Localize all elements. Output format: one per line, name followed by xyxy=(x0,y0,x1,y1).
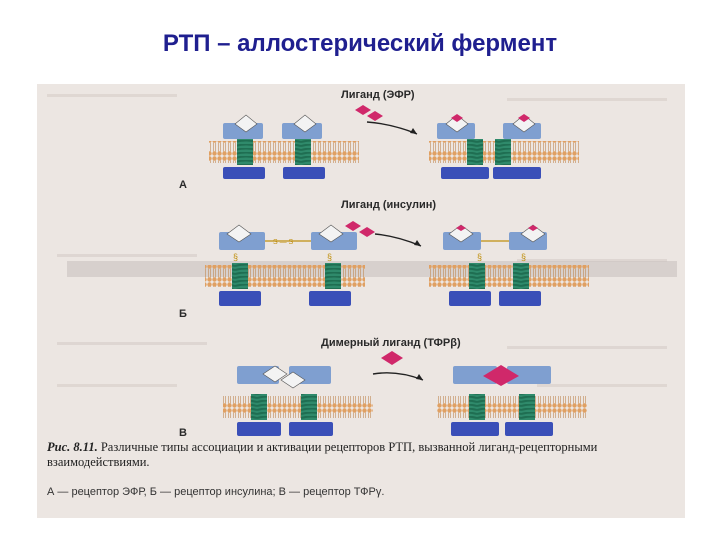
panel-c-letter: В xyxy=(179,427,187,439)
svg-text:§: § xyxy=(521,252,526,262)
panel-a-ligand-label: Лиганд (ЭФР) xyxy=(341,89,415,101)
panel-c-ligand-label: Димерный лиганд (ТФРβ) xyxy=(321,337,461,349)
arrow-icon xyxy=(367,122,417,134)
disulfide-bond-label: S — S xyxy=(273,239,294,246)
panel-b-ligand-label: Лиганд (инсулин) xyxy=(341,199,436,211)
arrow-icon xyxy=(373,373,423,380)
panel-a-letter: А xyxy=(179,179,187,191)
caption-text: Различные типы ассоциации и активации ре… xyxy=(47,440,597,469)
receptor-dimer-active xyxy=(429,114,579,179)
ligand-insulin-icon xyxy=(345,221,361,231)
ligand-dimer-icon xyxy=(381,351,403,365)
ligand-egf-icon xyxy=(367,111,383,121)
figure-caption: Рис. 8.11. Различные типы ассоциации и а… xyxy=(47,440,677,470)
panel-c: Димерный лиганд (ТФРβ) xyxy=(179,337,587,439)
insulin-receptor-bound: § § xyxy=(429,225,589,306)
svg-text:§: § xyxy=(477,252,482,262)
ligand-egf-icon xyxy=(355,105,371,115)
panel-b-letter: Б xyxy=(179,308,187,320)
ligand-insulin-icon xyxy=(359,227,375,237)
slide-title: РТП – аллостерический фермент xyxy=(0,30,720,58)
panel-a: Лиганд (ЭФР) xyxy=(179,89,579,191)
figure-scan: Лиганд (ЭФР) xyxy=(37,84,685,518)
tgf-receptor-unbound xyxy=(223,366,373,436)
insulin-receptor-unbound: S — S § § xyxy=(205,225,365,306)
arrow-icon xyxy=(375,234,421,246)
svg-text:§: § xyxy=(233,252,238,262)
caption-legend: А — рецептор ЭФР, Б — рецептор инсулина;… xyxy=(47,486,384,498)
svg-text:§: § xyxy=(327,252,332,262)
caption-prefix: Рис. 8.11. xyxy=(47,440,98,454)
receptor-pair-inactive xyxy=(209,115,359,179)
tgf-receptor-bound xyxy=(437,365,587,436)
